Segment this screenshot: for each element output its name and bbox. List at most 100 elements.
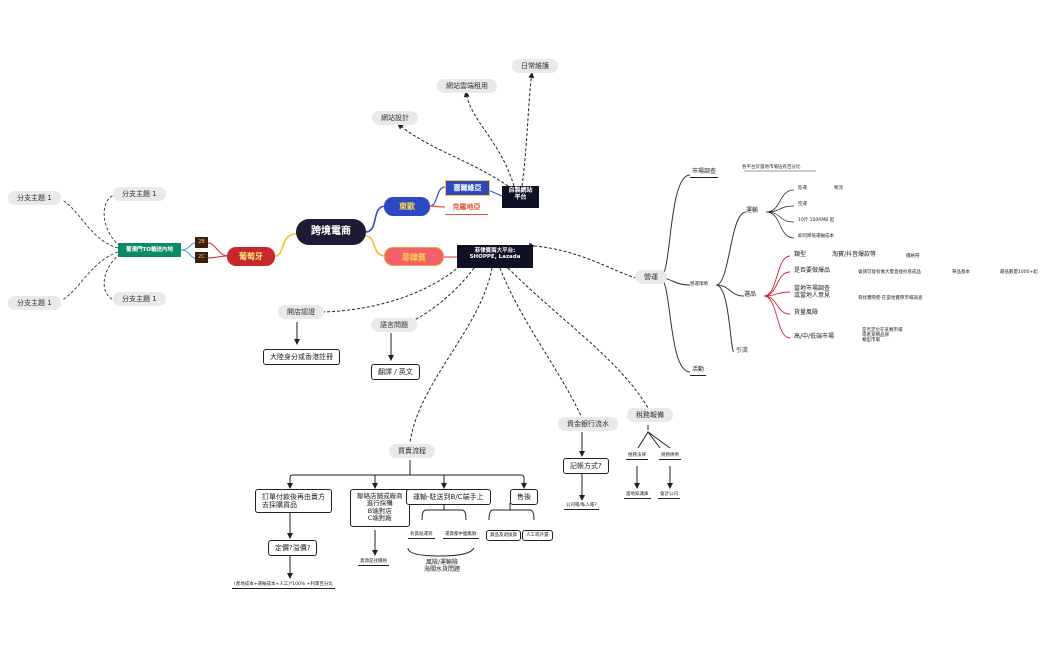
- edge-root-portugal: [274, 233, 297, 257]
- edge-countries-selfsite: [487, 189, 503, 197]
- operation-activity[interactable]: 活動: [690, 366, 707, 376]
- purchase-pricing[interactable]: 定價?溢價?: [268, 540, 318, 557]
- branch-philippines[interactable]: 菲律賓: [384, 247, 444, 266]
- edge-eastern-serbia: [429, 186, 446, 207]
- edge-transport-items: [765, 189, 795, 239]
- country-serbia[interactable]: 塞爾維亞: [445, 180, 490, 196]
- operation-ops-section: 營運策略: [690, 282, 708, 287]
- badge-2b[interactable]: 2B: [195, 237, 208, 248]
- selection-hot: 是否要做爆品: [794, 267, 831, 274]
- aftersale-opt-2[interactable]: 人工或外置: [522, 530, 553, 542]
- capital-note: 公司帳/私人帳?: [564, 503, 599, 511]
- edge-badges-topic2: [180, 249, 196, 259]
- portugal-far-2[interactable]: 分支主題 1: [8, 296, 61, 311]
- capital-child[interactable]: 記帳方式?: [563, 458, 609, 475]
- purchase-warehouse-note: 貨源是往價格: [358, 559, 389, 567]
- purchase-node[interactable]: 買賣流程: [389, 444, 435, 459]
- selection-hot-desc3: 最低數量1000+起: [1000, 270, 1038, 275]
- portugal-far-1[interactable]: 分支主題 1: [8, 191, 61, 206]
- transport-extra: 物流: [834, 186, 843, 191]
- edge-portugal-2b: [207, 242, 229, 257]
- language-node[interactable]: 語言問題: [371, 318, 417, 333]
- operation-market-note: 各平台於當地市場佔有百分比: [742, 165, 801, 170]
- root-node[interactable]: 跨境電商: [296, 219, 366, 245]
- country-croatia[interactable]: 克羅地亞: [445, 200, 488, 215]
- selection-type: 類型: [794, 251, 807, 258]
- edge-selection-items: [763, 255, 791, 339]
- edge-topic-sub2: [103, 253, 121, 301]
- edge-platform-store: [317, 260, 466, 313]
- operation-market[interactable]: 市場調查: [690, 168, 719, 178]
- selection-hot-desc2: 單品基本: [952, 270, 970, 275]
- self-site-node[interactable]: 自製網站 平台: [502, 186, 539, 208]
- edge-tax-opts: [637, 425, 671, 449]
- edge-selfsite-maintenance: [521, 72, 535, 187]
- transport-item-1: 陸運: [798, 186, 807, 191]
- tax-opt-2: 稅務條例: [659, 453, 681, 461]
- shipping-opt-2: 運貨都中國集散: [443, 532, 479, 540]
- edge-platform-capital: [495, 262, 583, 419]
- self-site-design[interactable]: 網站設計: [372, 111, 418, 126]
- operation-transport[interactable]: 運輸: [746, 207, 759, 214]
- edge-ops-transport: [715, 211, 747, 286]
- self-site-maintenance[interactable]: 日常維護: [512, 59, 558, 74]
- capital-node[interactable]: 資金銀行流水: [558, 417, 618, 432]
- edge-root-eastern: [364, 205, 387, 233]
- operation-node[interactable]: 營運: [635, 270, 667, 285]
- edge-selfsite-hosting: [463, 91, 515, 187]
- selection-survey-desc: 尋找實際使 在當地實際市場調查: [858, 296, 923, 301]
- edge-topic-far1: [61, 199, 119, 249]
- shipping-opt-1: 有貨就運到: [408, 532, 435, 540]
- purchase-warehouse[interactable]: 聯絡店舖或廠商 進行採購 B端對店 C端對廠: [350, 489, 410, 527]
- edge-topic-far2: [61, 251, 119, 301]
- shipping-note: 風險/運輸險 海關水貨問題: [424, 559, 461, 573]
- edge-shipping-opts: [421, 503, 467, 521]
- edge-ops-promotion: [715, 284, 735, 353]
- edge-platform-operation: [528, 242, 637, 279]
- edge-selfsite-design: [397, 123, 509, 187]
- purchase-aftersale[interactable]: 售後: [510, 489, 538, 506]
- transport-item-3: 10斤 100RMB 起: [798, 218, 835, 223]
- self-site-hosting[interactable]: 網站雲端租用: [437, 79, 497, 94]
- edge-topic-sub1: [103, 194, 121, 247]
- edge-operation-market: [659, 174, 691, 279]
- portugal-subtopic-2[interactable]: 分支主題 1: [113, 292, 166, 307]
- edge-platform-purchase: [409, 262, 496, 443]
- branch-portugal[interactable]: 葡萄牙: [227, 247, 275, 266]
- operation-selection[interactable]: 選品: [744, 291, 757, 298]
- store-open-node[interactable]: 開店認證: [278, 305, 324, 320]
- edge-aftersale-opts: [488, 503, 535, 521]
- selection-hot-desc: 會請可能有做大量直接抄底成品: [858, 270, 921, 275]
- tax-note-1: 當地知識庫: [624, 492, 651, 500]
- selection-market-level-desc: 是否定位在某類市場 或者某類品牌 類型市場: [862, 328, 903, 344]
- selection-survey: 當地市場調查 或當地人意見: [794, 285, 831, 299]
- edge-ops-selection: [715, 284, 745, 297]
- purchase-order[interactable]: 訂單付款後再由賣方 去採購貨品: [255, 489, 332, 514]
- transport-item-4: 如何降低運輸成本: [798, 234, 834, 239]
- store-open-child[interactable]: 大陸身分或香港註冊: [263, 349, 340, 366]
- portugal-topic[interactable]: 葡澳門TO輸送內地: [118, 243, 181, 257]
- selection-type-note: 價格帶: [906, 254, 920, 259]
- portugal-subtopic-1[interactable]: 分支主題 1: [113, 187, 166, 202]
- edge-shipping-brace: [407, 547, 475, 557]
- purchase-pricing-note: (產地成本+運輸成本+人工)*100% +利潤百分比: [232, 582, 335, 590]
- edge-badges-topic: [180, 242, 196, 251]
- edge-portugal-2c: [207, 255, 229, 259]
- edge-eastern-croatia: [429, 205, 446, 208]
- aftersale-opt-1[interactable]: 貨品及退換貨: [486, 530, 521, 542]
- language-child[interactable]: 翻譯 / 英文: [371, 364, 420, 381]
- operation-promotion[interactable]: 引流: [736, 347, 749, 354]
- badge-2c[interactable]: 2C: [195, 252, 208, 263]
- purchase-shipping[interactable]: 運輸-駐送到B/C端手上: [406, 489, 491, 506]
- tax-note-2: 會計公司: [658, 492, 680, 500]
- edge-operation-activity: [659, 277, 691, 373]
- selection-type-child: 淘寶/抖音爆款等: [832, 251, 877, 258]
- edge-platform-tax: [502, 262, 649, 409]
- tax-node[interactable]: 稅務報備: [627, 408, 673, 423]
- edge-root-philippines: [364, 235, 387, 257]
- edge-platform-language: [409, 262, 480, 323]
- selection-risk: 貨量風險: [794, 309, 819, 316]
- branch-eastern-europe[interactable]: 東歐: [384, 197, 430, 216]
- platform-node[interactable]: 菲律賓兩大平台: SHOPPE, Lazada: [457, 245, 533, 268]
